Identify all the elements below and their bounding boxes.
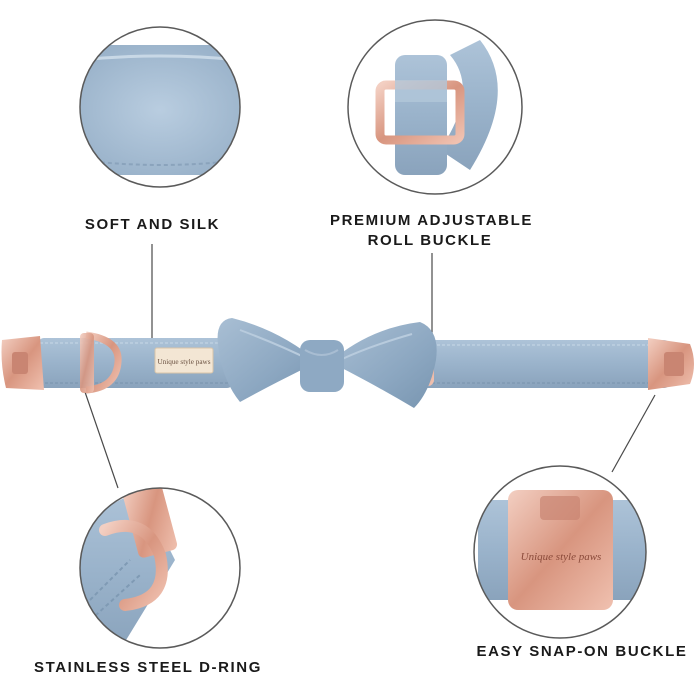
fabric-swatch [80, 45, 240, 175]
buckle-engraving: Unique style paws [521, 551, 602, 563]
connector-lines [84, 244, 656, 489]
strap-loop [395, 55, 447, 175]
roll-buckle-label: PREMIUM ADJUSTABLE ROLL BUCKLE [330, 211, 533, 251]
snap-buckle-detail: Unique style paws [473, 465, 647, 639]
d-ring-label: STAINLESS STEEL D-RING [34, 659, 262, 676]
soft-and-silk-label: SOFT AND SILK [84, 216, 221, 233]
brand-tag [154, 347, 214, 374]
soft-fabric-detail [79, 26, 241, 188]
bow-knot [300, 340, 344, 392]
roll-buckle-label-line1: PREMIUM ADJUSTABLE [330, 212, 533, 229]
detail-circle-border [79, 26, 241, 188]
d-ring-icon [85, 331, 122, 394]
snap-buckle-icon [508, 490, 613, 610]
detail-circle-border [79, 487, 241, 649]
bow-tie [217, 318, 437, 408]
collar-strap-right [380, 340, 670, 388]
d-ring-detail [79, 487, 241, 649]
brand-tag-text: Unique style paws [157, 358, 210, 366]
dog-collar: Unique style paws [1, 318, 694, 408]
d-ring-icon [99, 520, 168, 611]
roll-buckle-detail [347, 19, 523, 195]
roll-buckle-label-line2: ROLL BUCKLE [367, 232, 493, 249]
detail-circle-border [473, 465, 647, 639]
detail-circle-border [347, 19, 523, 195]
snap-buckle-label: EASY SNAP-ON BUCKLE [476, 643, 688, 660]
